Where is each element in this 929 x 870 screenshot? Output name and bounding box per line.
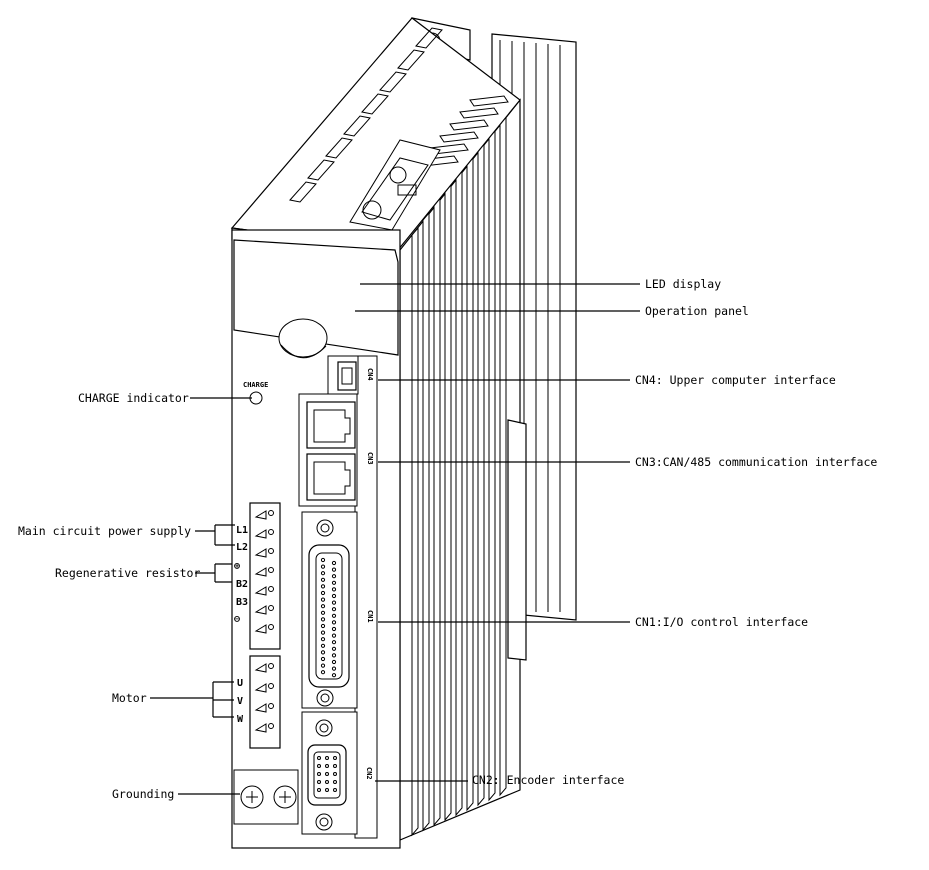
- label-led-display: LED display: [645, 277, 721, 291]
- label-cn3: CN3:CAN/485 communication interface: [635, 455, 877, 469]
- heatsink: [399, 17, 577, 841]
- cn4-port: [337, 361, 357, 391]
- cn3-port: [298, 393, 358, 507]
- w-mark: W: [237, 714, 244, 725]
- charge-mark: CHARGE: [243, 381, 268, 389]
- cn4-mark: CN4: [366, 368, 374, 381]
- label-charge-indicator: CHARGE indicator: [78, 391, 189, 405]
- device-markings: CHARGE CN4 CN3 CN1 CN2 L1 L2 ⊕ B2 B3 ⊖ U…: [234, 368, 374, 780]
- minus-mark: ⊖: [234, 614, 240, 625]
- l1-mark: L1: [236, 525, 248, 536]
- front-face: [231, 229, 401, 849]
- label-operation-panel: Operation panel: [645, 304, 749, 318]
- cn2-port: [301, 711, 358, 835]
- label-grounding: Grounding: [112, 787, 174, 801]
- cn1-port: [301, 511, 358, 709]
- leader-lines: [150, 283, 640, 795]
- label-motor: Motor: [112, 691, 147, 705]
- l2-mark: L2: [236, 542, 248, 553]
- b3-mark: B3: [236, 597, 248, 608]
- power-terminal-block: [249, 502, 281, 749]
- label-main-power: Main circuit power supply: [18, 524, 191, 538]
- label-cn2: CN2: Encoder interface: [472, 773, 624, 787]
- grounding-terminal: [233, 769, 299, 825]
- plus-mark: ⊕: [234, 561, 240, 572]
- cn3-mark: CN3: [366, 452, 374, 465]
- callout-labels: LED display Operation panel CN4: Upper c…: [18, 277, 877, 801]
- u-mark: U: [237, 678, 243, 689]
- label-regen-resistor: Regenerative resistor: [55, 566, 200, 580]
- cn2-mark: CN2: [365, 767, 373, 780]
- cn1-mark: CN1: [366, 610, 374, 623]
- label-cn1: CN1:I/O control interface: [635, 615, 808, 629]
- b2-mark: B2: [236, 579, 248, 590]
- label-cn4: CN4: Upper computer interface: [635, 373, 836, 387]
- v-mark: V: [237, 696, 243, 707]
